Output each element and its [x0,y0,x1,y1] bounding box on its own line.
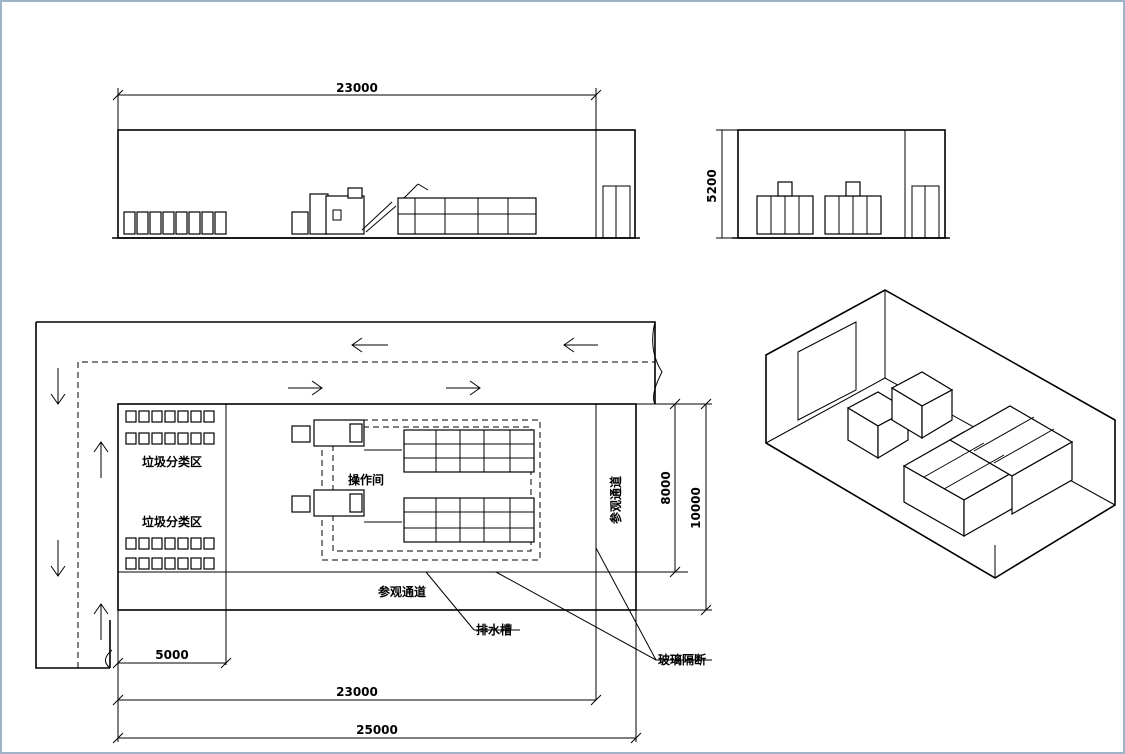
floor-plan: 垃圾分类区 垃圾分类区 操作间 [35,321,712,744]
iso-door [797,321,857,421]
glass-partition-label: 玻璃隔断 [658,652,706,667]
end-height-dimension: 5200 [705,169,719,202]
sorting-area-label-1: 垃圾分类区 [142,454,202,469]
dimension-5000: 5000 [155,648,188,662]
side-length-dimension: 23000 [336,81,378,95]
end-elevation: 5200 [705,129,950,239]
flow-arrows [50,337,598,640]
visit-corridor-vertical-label: 参观通道 [608,476,623,524]
isometric-view [765,289,1116,579]
side-bins [123,211,227,235]
plan-machine-line-2 [291,489,535,543]
operation-room-label: 操作间 [348,472,384,487]
iso-machines [846,371,1074,538]
plan-machine-line-1 [291,419,535,473]
end-machine-2 [824,181,882,235]
dimension-23000: 23000 [336,685,378,699]
end-machine-1 [756,181,814,235]
side-elevation: 23000 [112,81,640,239]
dimension-25000: 25000 [356,723,398,737]
dimension-10000: 10000 [689,487,703,529]
drain-channel-label: 排水槽 [476,622,512,637]
dimension-8000: 8000 [659,471,673,504]
sorting-bins-top [125,410,215,445]
sorting-area-label-2: 垃圾分类区 [142,514,202,529]
visit-corridor-horizontal-label: 参观通道 [378,584,426,599]
side-machine-1 [291,183,537,235]
sorting-bins-bottom [125,537,215,570]
operation-room-inner [332,426,532,552]
